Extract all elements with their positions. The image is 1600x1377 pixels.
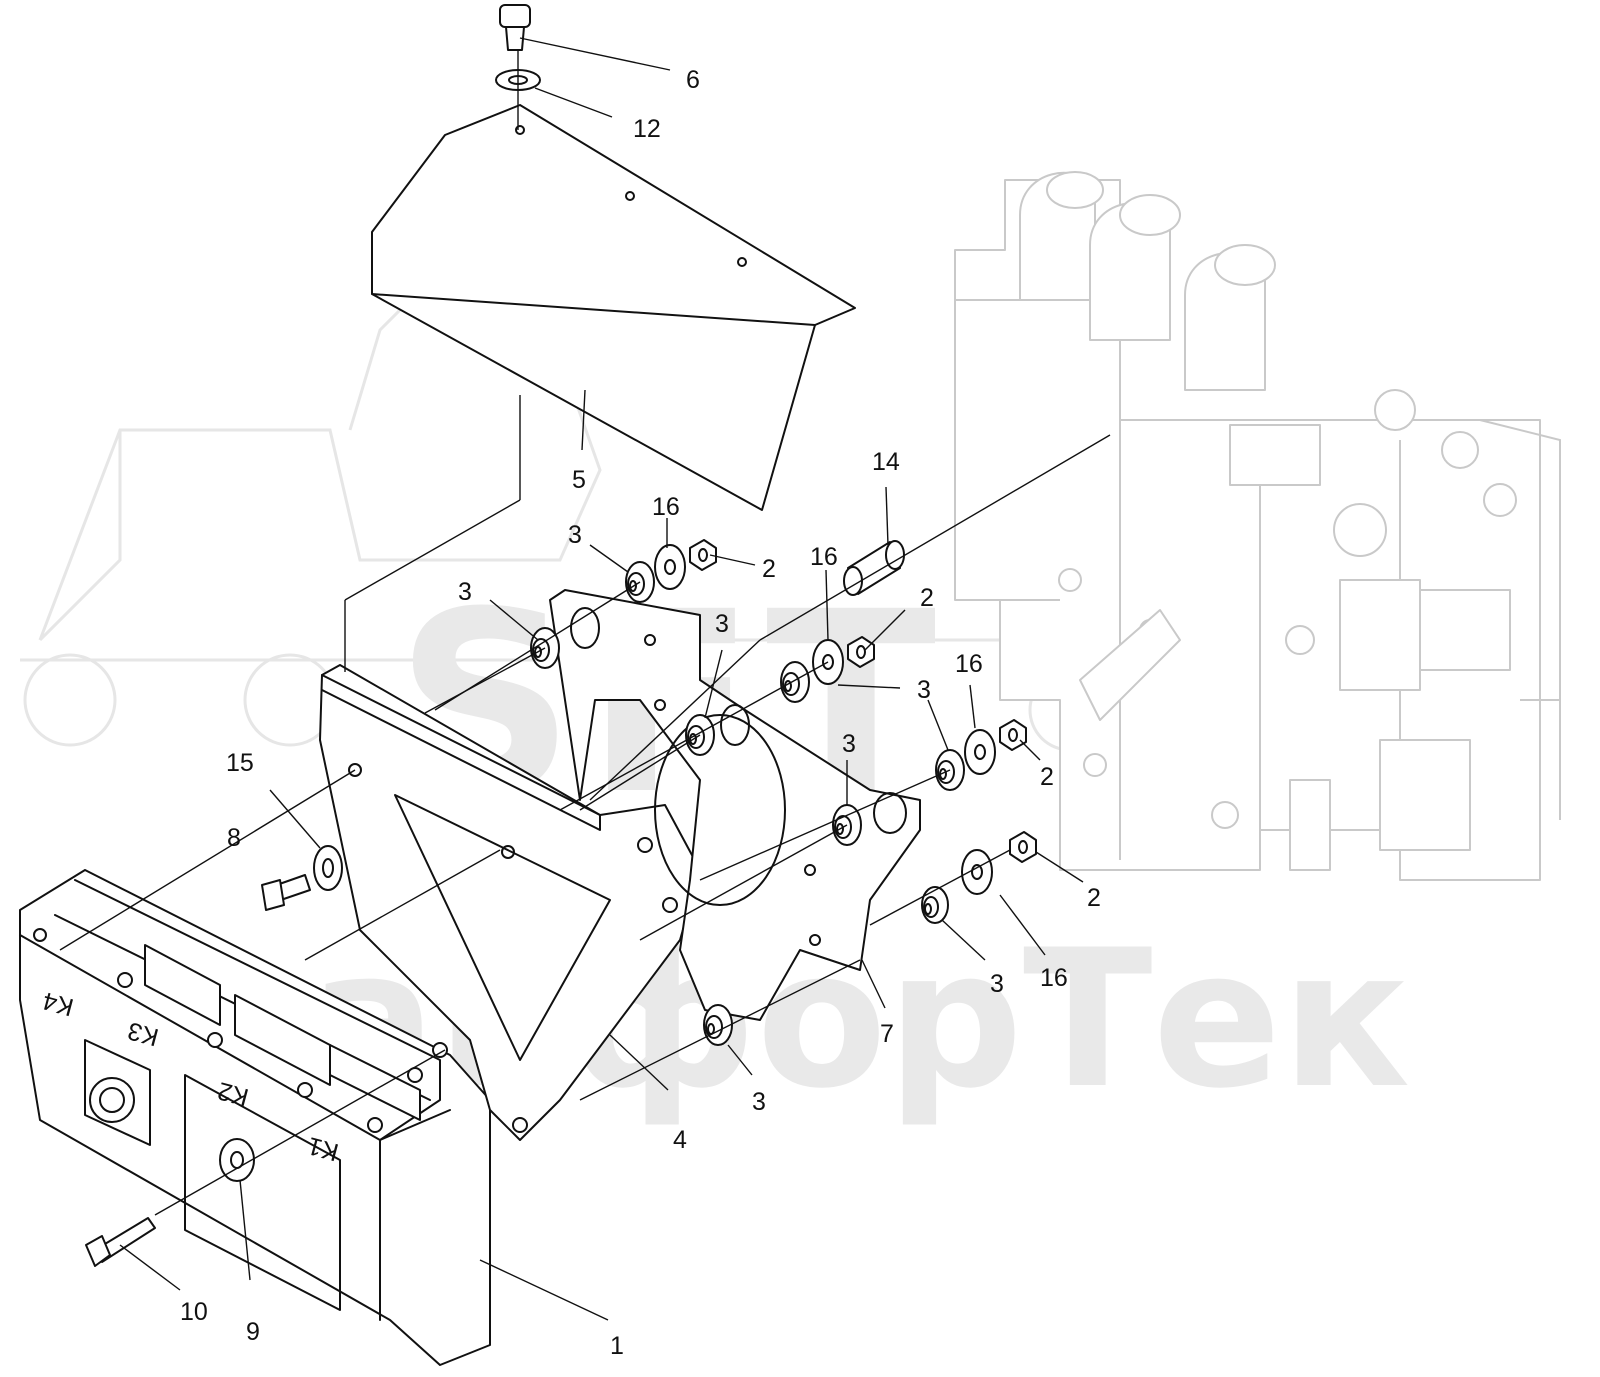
callout-14: 14	[872, 448, 900, 476]
bolt-8	[261, 874, 311, 911]
callout-6: 6	[686, 66, 700, 94]
bracket-7	[549, 589, 921, 1021]
callout-4: 4	[673, 1126, 687, 1154]
bolt-10	[85, 1217, 156, 1267]
controller-unit: K4 K3 K2 K1	[19, 869, 491, 1366]
damper-3-h	[703, 1004, 733, 1046]
callout-3-b: 3	[458, 578, 472, 606]
nut-2-c	[999, 719, 1027, 751]
damper-3-d	[780, 661, 810, 703]
bracket-4	[319, 664, 701, 1141]
guard-plate-5	[371, 104, 856, 511]
callout-2-c: 2	[1040, 763, 1054, 791]
callout-3-a: 3	[568, 521, 582, 549]
nut-2-a	[689, 539, 717, 571]
callout-2-a: 2	[762, 555, 776, 583]
callout-9: 9	[246, 1318, 260, 1346]
washer-16-d	[961, 849, 993, 895]
callout-8: 8	[227, 824, 241, 852]
callout-numbers: 6 12 5 14 16 3 2 16 3 2 3 16 3 2 15 3 8 …	[180, 66, 1101, 1360]
washer-16-a	[654, 544, 686, 590]
callout-3-d: 3	[917, 676, 931, 704]
callout-15: 15	[226, 749, 254, 777]
callout-7: 7	[880, 1020, 894, 1048]
callout-3-g: 3	[752, 1088, 766, 1116]
callout-16-a: 16	[652, 493, 680, 521]
callout-1: 1	[610, 1332, 624, 1360]
callout-3-c: 3	[715, 610, 729, 638]
callout-3-f: 3	[990, 970, 1004, 998]
callout-10: 10	[180, 1298, 208, 1326]
callout-3-e: 3	[842, 730, 856, 758]
damper-3-g	[921, 886, 949, 924]
callout-leaders	[119, 37, 1084, 1321]
nut-2-d	[1009, 831, 1037, 863]
callout-5: 5	[572, 466, 586, 494]
callout-2-d: 2	[1087, 884, 1101, 912]
callout-16-b: 16	[810, 543, 838, 571]
lock-washer-15	[313, 845, 343, 891]
washer-16-c	[964, 729, 996, 775]
callout-12: 12	[633, 115, 661, 143]
screw-6	[499, 4, 531, 51]
nut-2-b	[847, 636, 875, 668]
callout-16-c: 16	[955, 650, 983, 678]
callout-16-d: 16	[1040, 964, 1068, 992]
hydraulic-valve-block	[954, 171, 1561, 881]
callout-2-b: 2	[920, 584, 934, 612]
assembly-lines	[59, 50, 1111, 1216]
